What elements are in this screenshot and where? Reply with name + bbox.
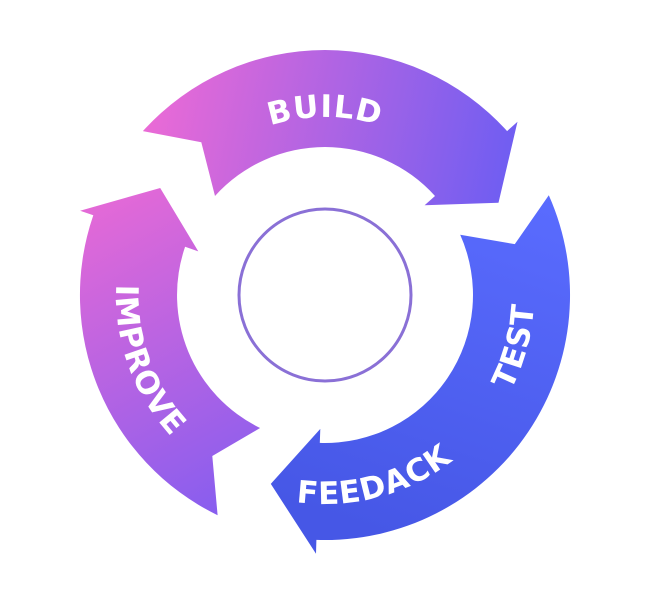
improve-arrow — [79, 188, 261, 516]
center-circle — [237, 207, 413, 383]
build-arrow — [142, 50, 518, 206]
test-feedback-arrow — [270, 195, 571, 554]
